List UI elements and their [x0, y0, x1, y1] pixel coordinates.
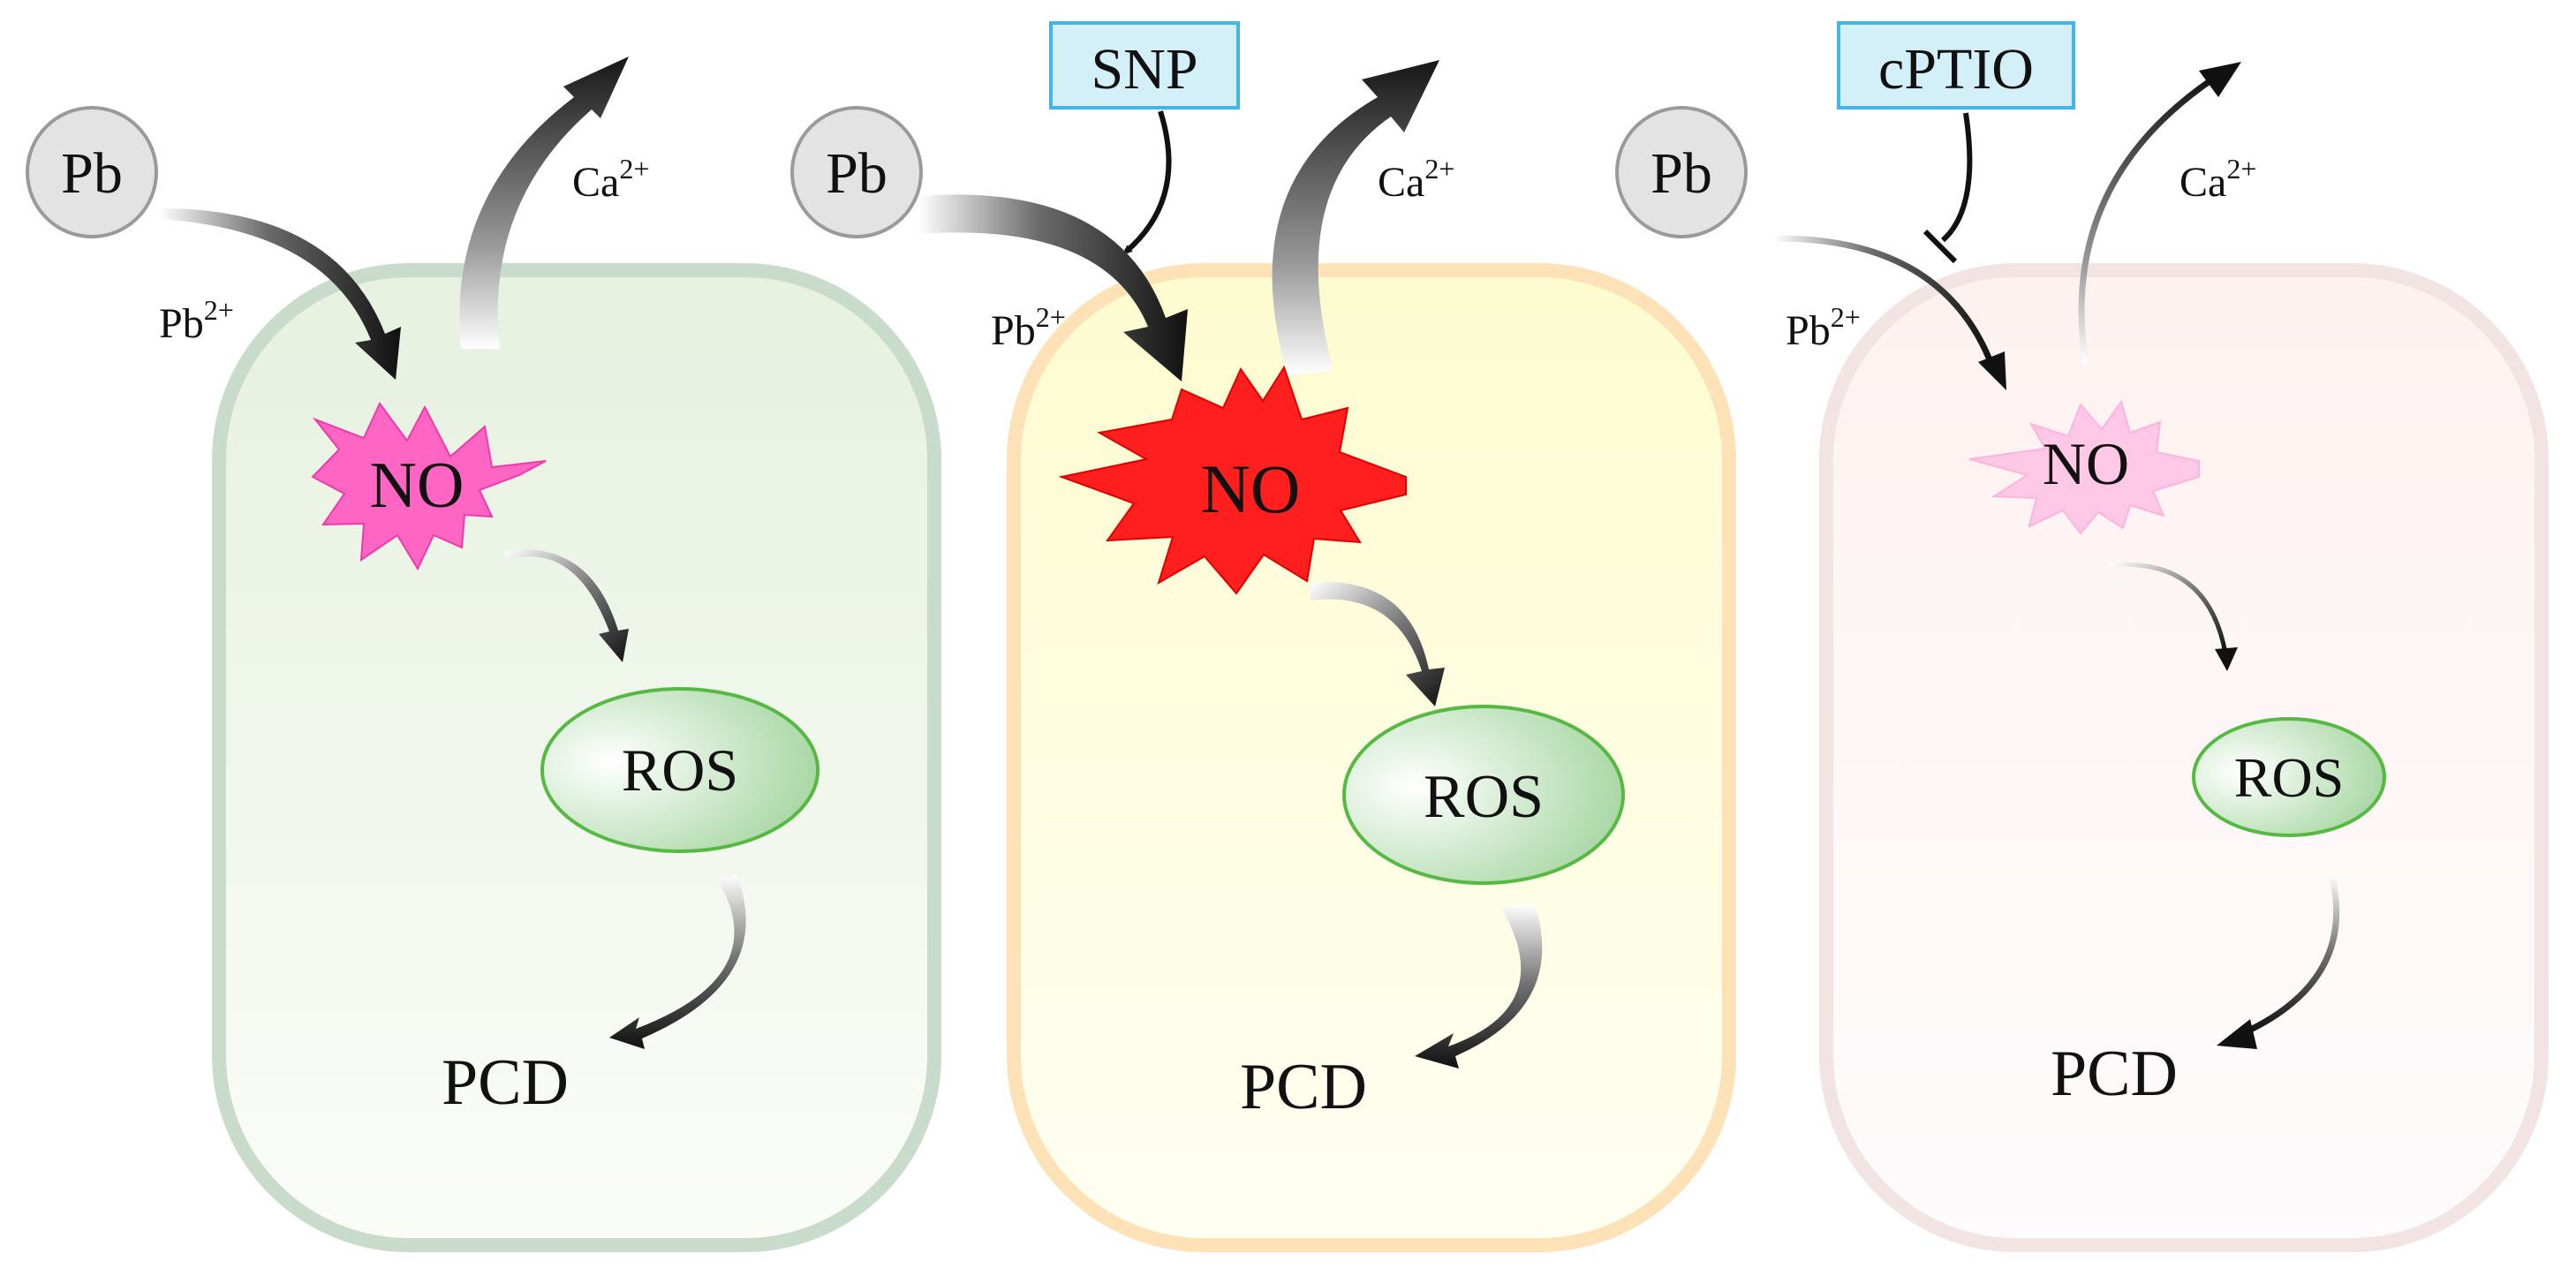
panel-snp: SNP Pb Pb2+ Ca2+ NO ROS PCD — [790, 21, 1736, 1252]
pb-ion-label: Pb2+ — [991, 301, 1066, 354]
ros-ellipse — [540, 687, 820, 853]
cptio-inhibit-line — [1940, 112, 1973, 243]
no-burst — [1968, 399, 2200, 535]
ca-efflux-arrowhead — [2199, 62, 2241, 97]
ros-to-pcd-arrowhead — [2217, 1019, 2257, 1049]
pb-source-cptio: Pb — [1615, 106, 1748, 238]
no-burst — [311, 402, 547, 571]
treatment-label: cPTIO — [1878, 37, 2034, 102]
panel-control: Pb Pb2+ Ca2+ NO ROS PCD — [26, 57, 941, 1252]
no-to-ros-arrowhead — [2215, 647, 2238, 671]
no-to-ros-arrow — [2108, 562, 2228, 654]
no-label: NO — [370, 449, 465, 522]
panel-cptio: cPTIO Pb Pb2+ Ca2+ NO ROS — [1615, 21, 2549, 1252]
ros-label: ROS — [2234, 746, 2345, 809]
no-label: NO — [2043, 430, 2129, 497]
pb-influx-arrow — [1772, 235, 1996, 370]
no-label: NO — [1201, 450, 1301, 527]
no-to-ros-arrow — [1311, 582, 1445, 706]
pb-label: Pb — [826, 141, 888, 206]
ros-label: ROS — [622, 736, 738, 804]
ca-efflux-arrow — [1272, 60, 1439, 375]
no-burst — [1058, 365, 1407, 595]
pb-source-snp: Pb — [790, 106, 923, 238]
pb-label: Pb — [1651, 141, 1712, 206]
pb-label: Pb — [61, 141, 123, 206]
pb-source-control: Pb — [26, 106, 158, 238]
pb-influx-arrow — [918, 194, 1188, 381]
treatment-box-cptio: cPTIO — [1837, 21, 2075, 110]
no-to-ros-arrow — [505, 549, 629, 662]
ca-efflux-arrow — [459, 57, 629, 349]
ca-ion-label: Ca2+ — [1378, 153, 1454, 206]
ros-to-pcd-arrow — [1415, 904, 1543, 1069]
pb-ion-label: Pb2+ — [159, 294, 234, 347]
pcd-label: PCD — [442, 1046, 569, 1119]
pb-influx-arrowhead — [1978, 351, 2006, 390]
ros-to-pcd-arrow — [609, 874, 746, 1049]
ca-efflux-arrow — [2078, 77, 2214, 365]
snp-promote-arrow — [1122, 110, 1172, 254]
cell-cptio — [1819, 263, 2549, 1252]
pcd-label: PCD — [2051, 1038, 2178, 1110]
ca-ion-label: Ca2+ — [2179, 153, 2256, 206]
ros-ellipse — [2192, 717, 2386, 837]
pb-ion-label: Pb2+ — [1786, 301, 1861, 354]
ros-ellipse — [1342, 705, 1625, 885]
ca-ion-label: Ca2+ — [572, 153, 649, 206]
pcd-label: PCD — [1240, 1051, 1367, 1123]
ros-label: ROS — [1424, 763, 1544, 831]
ros-to-pcd-arrow — [2241, 873, 2340, 1037]
treatment-label: SNP — [1091, 37, 1197, 102]
treatment-box-snp: SNP — [1049, 21, 1240, 110]
cptio-inhibit-bar — [1923, 229, 1958, 264]
pb-influx-arrow — [159, 208, 401, 380]
